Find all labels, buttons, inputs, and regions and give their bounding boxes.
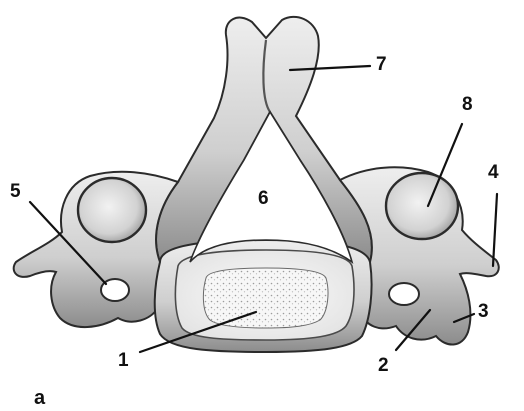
label-1: 1 bbox=[118, 350, 129, 371]
panel-label: a bbox=[34, 387, 46, 409]
cancellous-bone bbox=[203, 268, 328, 328]
label-7: 7 bbox=[376, 54, 387, 75]
label-4: 4 bbox=[488, 162, 499, 183]
label-3: 3 bbox=[478, 301, 489, 322]
left-articular-facet bbox=[78, 178, 146, 242]
leader-line-4 bbox=[493, 194, 497, 266]
vertebra-drawing bbox=[14, 17, 499, 352]
label-6: 6 bbox=[258, 188, 269, 209]
label-2: 2 bbox=[378, 355, 389, 376]
label-5: 5 bbox=[10, 181, 21, 202]
label-8: 8 bbox=[462, 94, 473, 115]
right-transverse-foramen bbox=[389, 283, 419, 305]
right-articular-facet bbox=[386, 173, 458, 239]
